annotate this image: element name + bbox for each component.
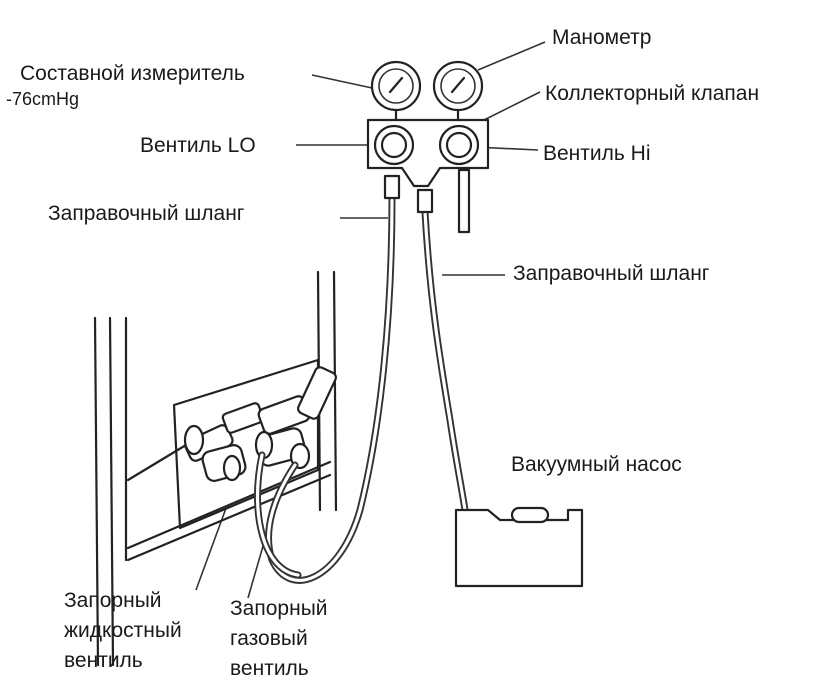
labels: Составной измеритель -76cmHg Манометр Ко… (6, 26, 759, 680)
liquid-service-valve (183, 402, 265, 482)
label-liquid-valve-2: жидкостный (64, 619, 182, 642)
liquid-valve-cap (183, 424, 205, 456)
label-manifold-valve: Коллекторный клапан (545, 82, 759, 105)
compound-gauge (370, 60, 422, 122)
label-gas-valve-3: вентиль (230, 657, 309, 680)
unit-base-line (126, 473, 332, 562)
hose-liquid-stub-inner (255, 453, 300, 577)
compound-gauge-needle (388, 76, 404, 94)
label-charging-hose-right: Заправочный шланг (513, 262, 710, 285)
center-port-fitting (416, 188, 434, 214)
gas-valve-pipe (297, 366, 337, 420)
unit-edge-right-2 (332, 270, 338, 512)
label-liquid-valve-1: Запорный (64, 589, 162, 612)
label-valve-hi: Вентиль Hi (543, 142, 651, 165)
lo-port-fitting (383, 174, 401, 200)
pressure-gauge (432, 60, 484, 122)
lo-knob-inner (380, 131, 408, 159)
manifold (366, 60, 490, 234)
label-gas-valve-2: газовый (230, 627, 308, 650)
pressure-gauge-needle (450, 76, 466, 94)
unit-edge-mid (108, 316, 115, 667)
hi-knob-inner (445, 131, 473, 159)
unit-edge-outer (93, 316, 100, 667)
hose-left-inner (267, 196, 394, 582)
pump-handle (510, 506, 550, 524)
charging-hoses (254, 194, 469, 584)
unit-base-line-2 (126, 460, 332, 550)
label-compound-gauge: Составной измеритель (20, 62, 245, 85)
pump-body (454, 508, 584, 588)
label-liquid-valve-3: вентиль (64, 649, 143, 672)
leader-manifold (479, 91, 541, 123)
leader-compound-gauge (311, 74, 373, 89)
hi-port-pipe (457, 168, 471, 234)
label-gas-valve-1: Запорный (230, 597, 328, 620)
panel-bevel (126, 443, 188, 482)
label-manometer: Манометр (552, 26, 651, 49)
hose-right-inner (423, 210, 467, 512)
label-charging-hose-left: Заправочный шланг (48, 202, 245, 225)
label-valve-lo: Вентиль LO (140, 134, 256, 157)
vacuum-pump (454, 506, 584, 588)
label-vacuum-pump: Вакуумный насос (511, 453, 682, 476)
label-compound-range: -76cmHg (6, 89, 79, 109)
leader-manometer (477, 41, 546, 71)
liquid-valve-port (222, 454, 242, 482)
